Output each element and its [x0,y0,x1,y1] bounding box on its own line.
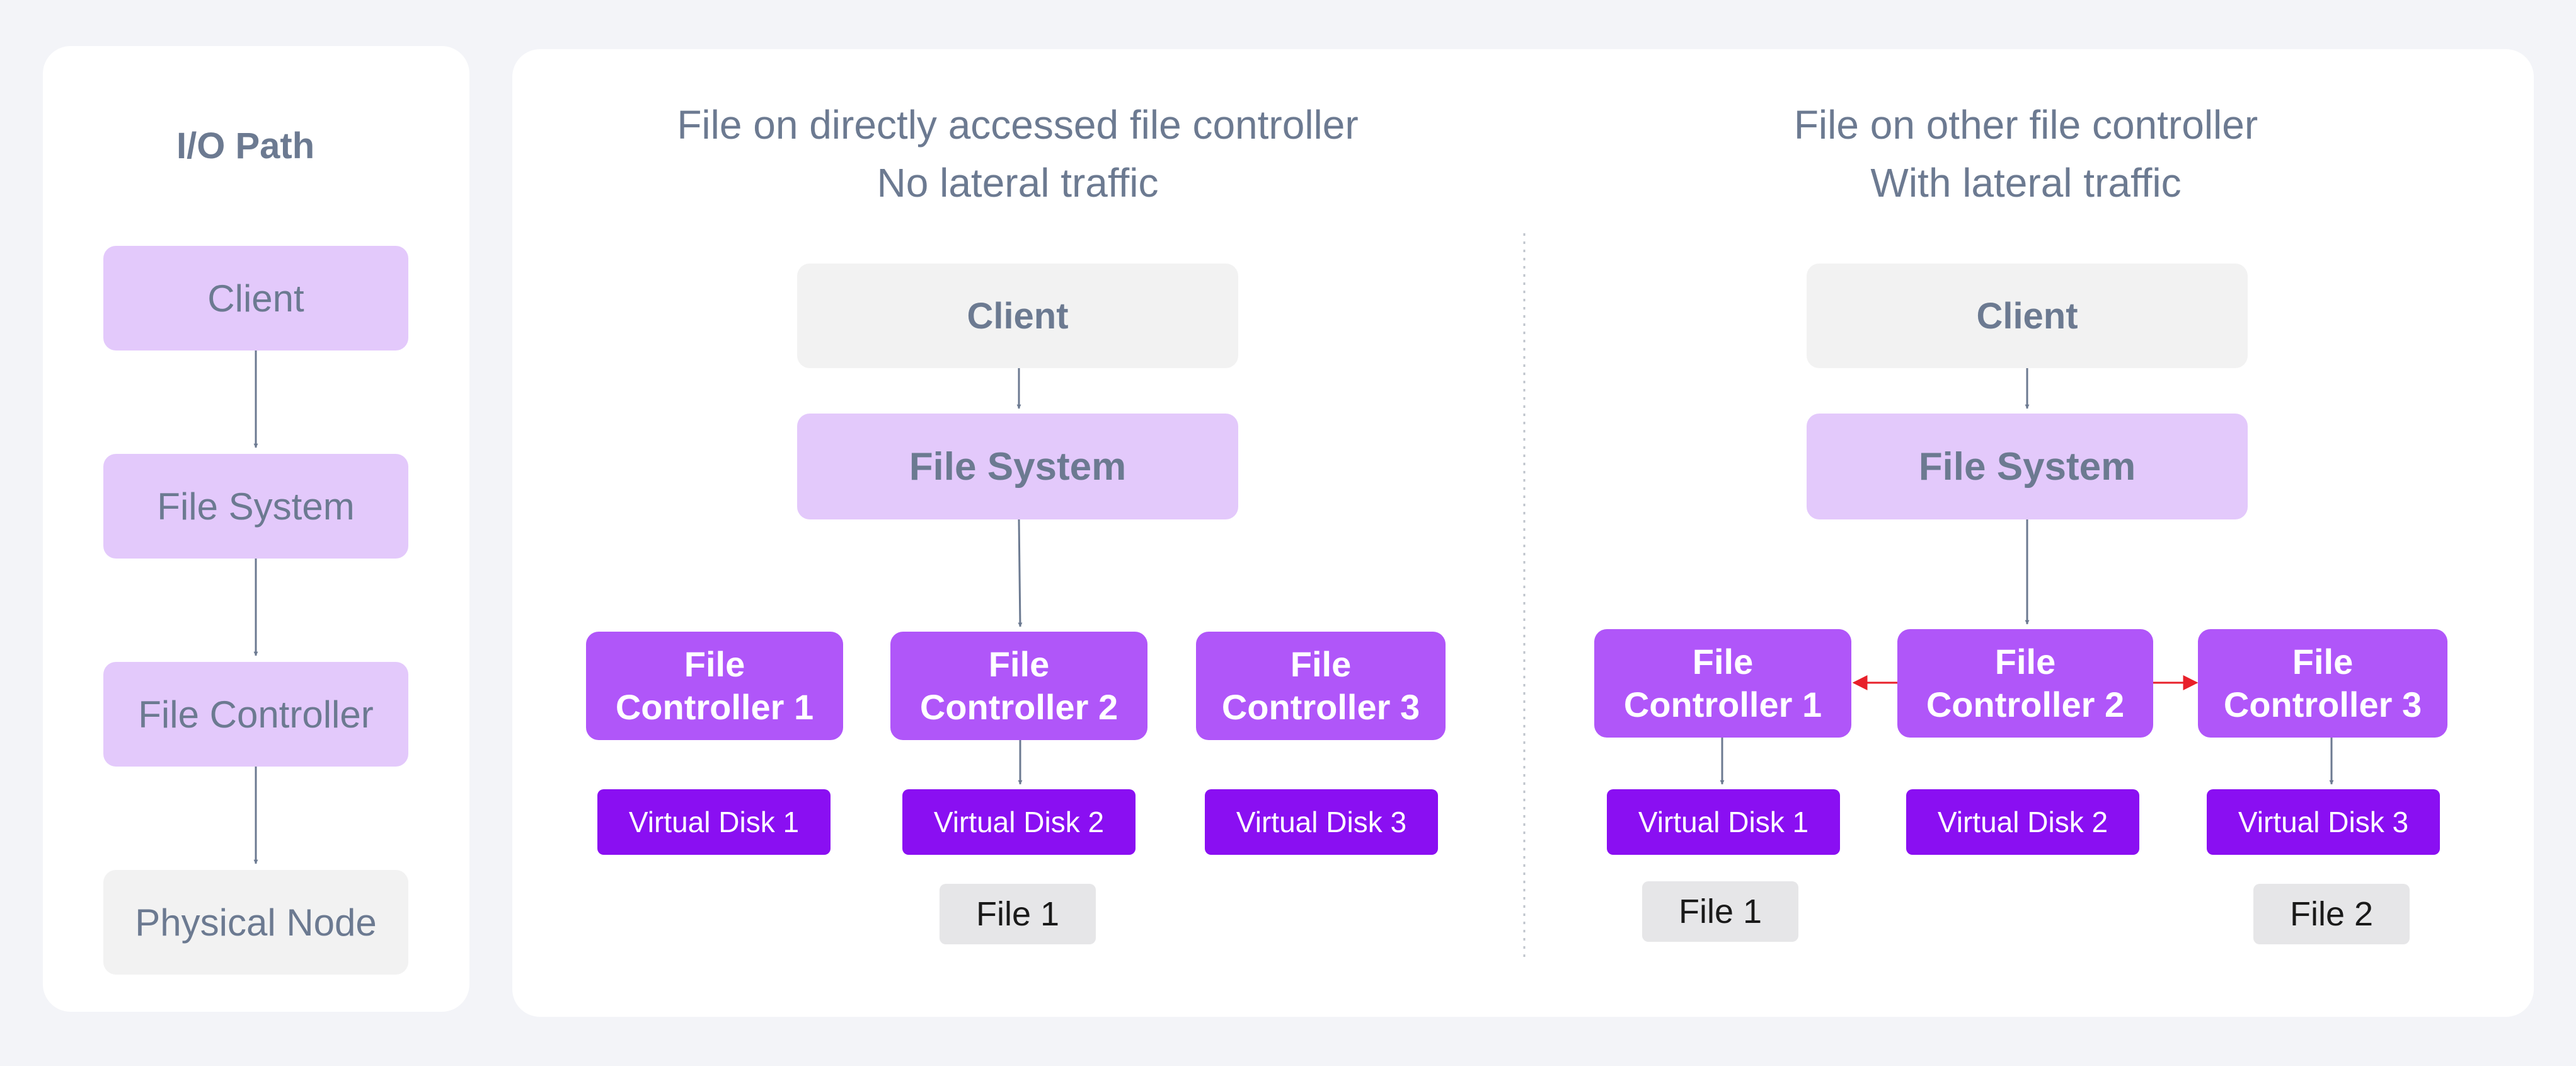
lateral-file-controller-1: File Controller 1 [1594,629,1851,738]
lateral-file-controller-2: File Controller 2 [1897,629,2153,738]
lateral-controller-1-line2: Controller 1 [1623,685,1822,724]
lateral-file-system-box: File System [1807,414,2248,519]
direct-client-box: Client [797,264,1238,368]
lateral-file-2-tag: File 2 [2253,884,2410,944]
direct-controller-1-line1: File [684,644,745,684]
io-step-file-system: File System [103,454,408,559]
direct-controller-2-line2: Controller 2 [919,687,1118,727]
direct-virtual-disk-2: Virtual Disk 2 [902,789,1136,855]
direct-file-1-tag: File 1 [940,884,1096,944]
direct-controller-2-line1: File [988,644,1050,684]
lateral-virtual-disk-3: Virtual Disk 3 [2207,789,2440,855]
io-step-client: Client [103,246,408,351]
lateral-virtual-disk-1: Virtual Disk 1 [1607,789,1840,855]
lateral-file-1-tag: File 1 [1642,881,1798,942]
direct-file-system-box: File System [797,414,1238,519]
scenario-lateral-heading: File on other file controller With later… [1588,96,2464,212]
direct-file-controller-1: File Controller 1 [586,632,843,740]
scenario-direct-heading-line1: File on directly accessed file controlle… [677,102,1359,148]
lateral-controller-3-line2: Controller 3 [2223,685,2422,724]
lateral-controller-2-line1: File [1994,642,2056,681]
lateral-client-box: Client [1807,264,2248,368]
direct-file-controller-3: File Controller 3 [1196,632,1446,740]
io-step-file-controller: File Controller [103,662,408,767]
direct-controller-3-line2: Controller 3 [1221,687,1420,727]
io-path-title: I/O Path [176,125,315,166]
direct-controller-3-line1: File [1290,644,1352,684]
scenario-direct-heading: File on directly accessed file controlle… [567,96,1468,212]
lateral-controller-2-line2: Controller 2 [1926,685,2125,724]
lateral-controller-3-line1: File [2292,642,2354,681]
lateral-file-controller-3: File Controller 3 [2198,629,2447,738]
io-step-physical-node: Physical Node [103,870,408,975]
lateral-virtual-disk-2: Virtual Disk 2 [1906,789,2139,855]
lateral-controller-1-line1: File [1692,642,1754,681]
direct-virtual-disk-3: Virtual Disk 3 [1205,789,1438,855]
scenario-direct-heading-line2: No lateral traffic [877,160,1159,206]
direct-virtual-disk-1: Virtual Disk 1 [597,789,831,855]
scenarios-panel [512,49,2534,1017]
direct-file-controller-2: File Controller 2 [890,632,1147,740]
scenario-lateral-heading-line1: File on other file controller [1793,102,2258,148]
direct-controller-1-line2: Controller 1 [615,687,814,727]
scenario-lateral-heading-line2: With lateral traffic [1870,160,2182,206]
